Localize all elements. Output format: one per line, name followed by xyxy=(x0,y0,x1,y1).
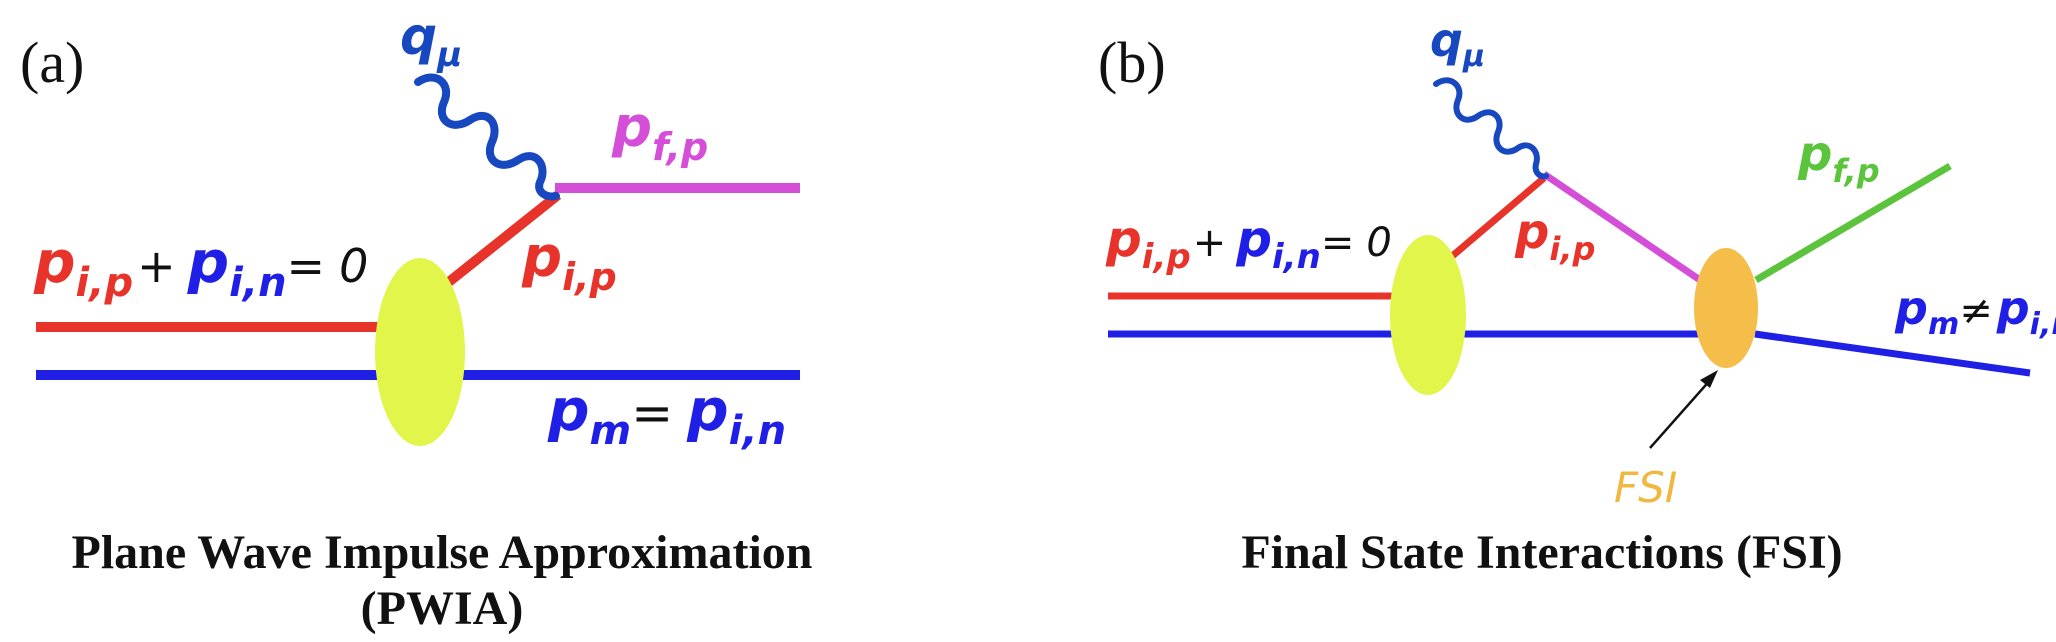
panel-a: (a) qμ pf,p pi,p pi,p+pi,n=0 pm=pi,n Pla… xyxy=(20,7,813,635)
panel-b-caption: Final State Interactions (FSI) xyxy=(1241,526,1842,579)
panel-b: (b) qμ pf,p pi,p pi,p+pi,n=0 pm≠pi,n FSI… xyxy=(1098,13,2056,579)
panel-b-fsi-label: FSI xyxy=(1614,463,1677,512)
panel-b-intermediate-proton-line xyxy=(1542,171,1702,283)
panel-b-struck-proton-line xyxy=(1447,175,1547,261)
panel-a-caption-line2: (PWIA) xyxy=(361,582,524,635)
panel-b-missing-momentum-label: pm≠pi,n xyxy=(1894,281,2056,342)
panel-a-tag: (a) xyxy=(20,30,84,95)
panel-a-photon-line xyxy=(414,73,560,201)
panel-b-nucleus-blob xyxy=(1390,235,1466,395)
panel-b-outgoing-proton-line xyxy=(1754,162,1952,284)
panel-a-struck-proton-line xyxy=(441,191,562,289)
panel-a-photon-label: qμ xyxy=(400,7,462,75)
panel-b-fsi-arrowhead xyxy=(1700,370,1718,388)
panel-b-outgoing-neutron-line xyxy=(1754,330,2031,377)
panel-a-outgoing-proton-label: pf,p xyxy=(611,95,708,169)
panel-a-missing-momentum-label: pm=pi,n xyxy=(547,376,786,454)
panel-b-photon-line xyxy=(1433,77,1549,180)
panel-a-nucleus-blob xyxy=(375,258,465,446)
panel-a-initial-sum-label: pi,p+pi,n=0 xyxy=(33,228,368,306)
panel-b-tag: (b) xyxy=(1098,30,1166,95)
panel-b-fsi-blob xyxy=(1694,248,1758,368)
panel-b-outgoing-proton-label: pf,p xyxy=(1797,126,1880,190)
panel-b-photon-label: qμ xyxy=(1430,13,1485,74)
panel-b-initial-sum-label: pi,p+pi,n=0 xyxy=(1105,210,1392,277)
panel-b-struck-proton-label: pi,p xyxy=(1514,204,1595,268)
panel-b-fsi-arrow-line xyxy=(1649,377,1713,449)
panel-a-caption-line1: Plane Wave Impulse Approximation xyxy=(72,526,813,579)
panel-a-struck-proton-label: pi,p xyxy=(521,225,617,299)
